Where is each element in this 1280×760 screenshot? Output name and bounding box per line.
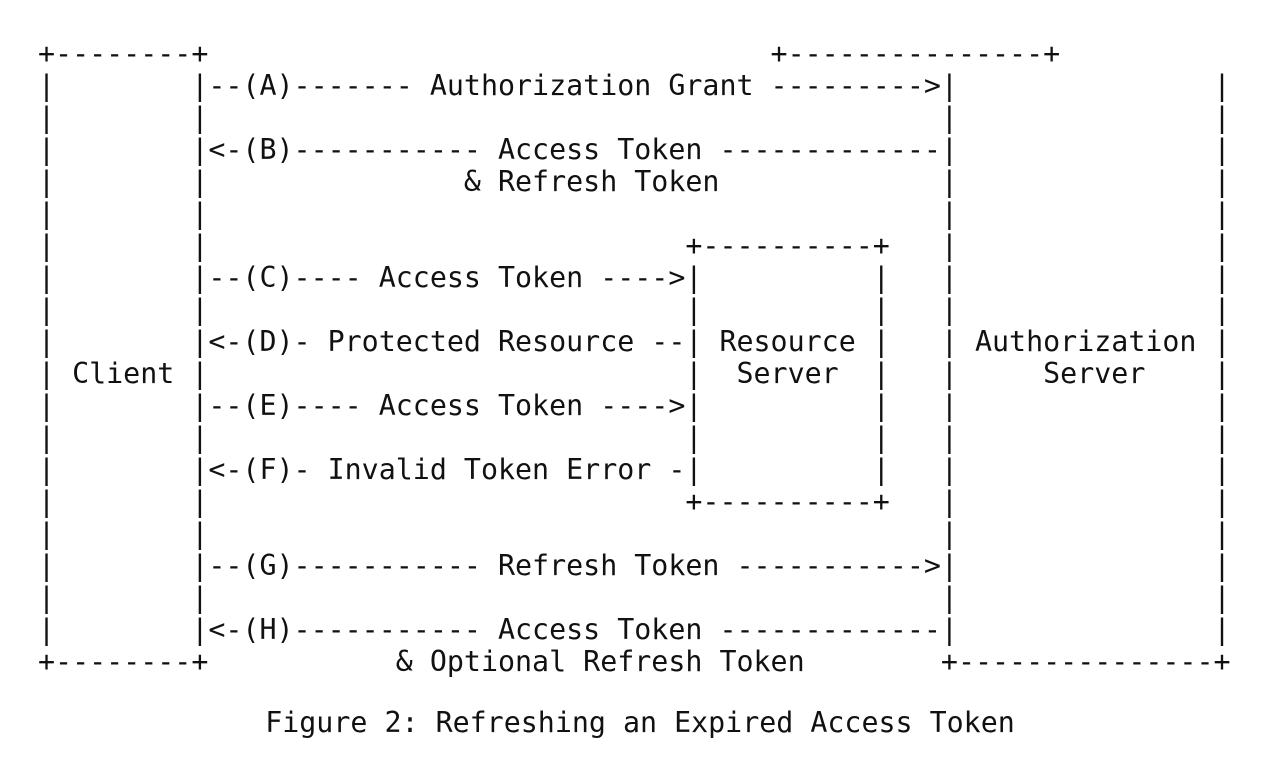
diagram-line: | | | | (38, 101, 1231, 134)
flow-c-access-token: | |--(C)---- Access Token ---->| | | | (38, 261, 1231, 294)
diagram-line: | | | | (38, 581, 1231, 614)
flow-e-access-token: | |--(E)---- Access Token ---->| | | | (38, 389, 1231, 422)
flow-g-refresh-token: | |--(G)----------- Refresh Token ------… (38, 549, 1231, 582)
diagram-line: | | | | | | (38, 421, 1231, 454)
flow-d-protected-resource: | |<-(D)- Protected Resource --| Resourc… (38, 325, 1231, 358)
resource-server-box-top: | | +----------+ | | (38, 229, 1231, 262)
flow-a-authorization-grant: | |--(A)------- Authorization Grant ----… (38, 69, 1231, 102)
diagram-line: +--------+ +---------------+ (38, 37, 1061, 70)
flow-f-invalid-token-error: | |<-(F)- Invalid Token Error -| | | | (38, 453, 1231, 486)
client-label-line: | Client | | Server | | Server | (38, 357, 1231, 390)
flow-h-access-token: | |<-(H)----------- Access Token -------… (38, 613, 1231, 646)
flow-b-access-token: | |<-(B)----------- Access Token -------… (38, 133, 1231, 166)
diagram-line: | | | | (38, 197, 1231, 230)
figure-caption: Figure 2: Refreshing an Expired Access T… (265, 706, 1015, 739)
diagram-line: | | | | (38, 517, 1231, 550)
resource-server-box-bottom: | | +----------+ | | (38, 485, 1231, 518)
diagram-line: | | | | | | (38, 293, 1231, 326)
flow-b-refresh-token: | | & Refresh Token | | (38, 165, 1231, 198)
flow-h-optional-refresh-token: +--------+ & Optional Refresh Token +---… (38, 645, 1231, 678)
